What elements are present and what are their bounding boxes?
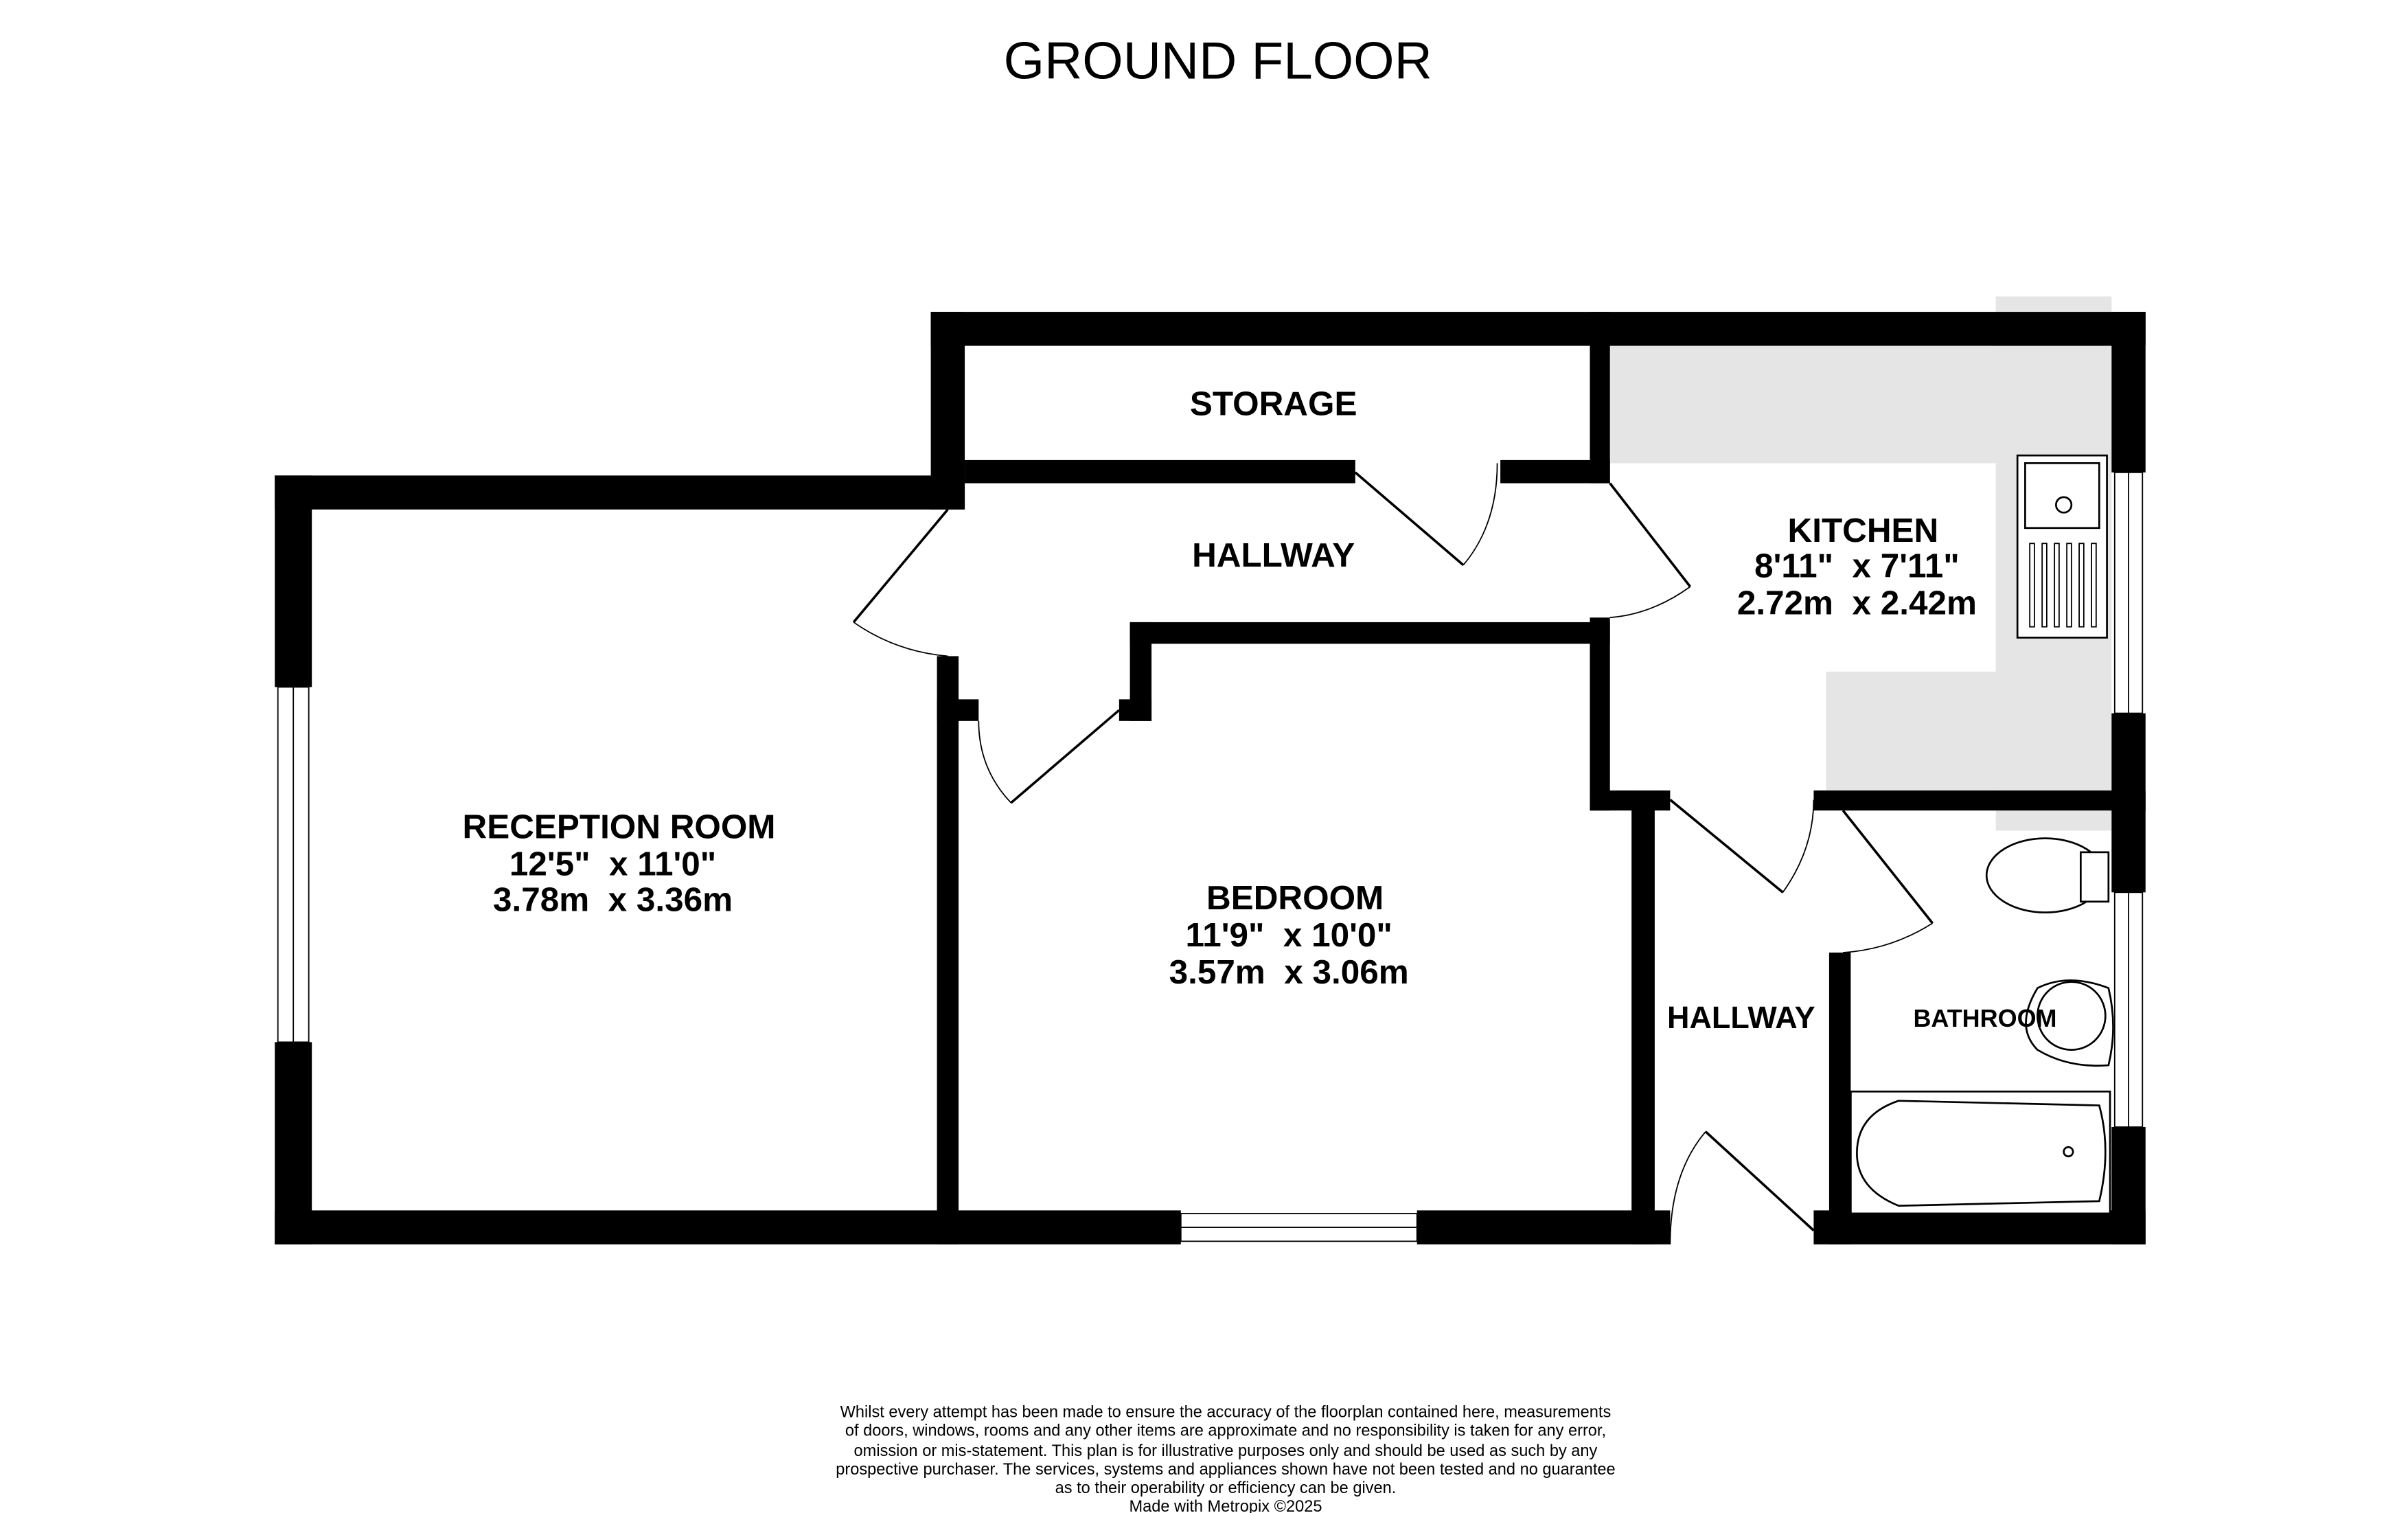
floor-title: GROUND FLOOR	[1004, 32, 1432, 91]
bedroom-metric: 3.57m x 3.06m	[1169, 953, 1409, 991]
reception-metric: 3.78m x 3.36m	[493, 880, 733, 918]
windows	[277, 471, 2144, 1242]
walls	[275, 312, 2146, 1244]
doors	[852, 463, 1934, 1244]
metropix-credit: Made with Metropix ©2025	[1129, 1498, 1322, 1513]
kitchen-imperial: 8'11" x 7'11"	[1754, 547, 1960, 585]
disclaimer: Whilst every attempt has been made to en…	[836, 1404, 1615, 1513]
wash-basin	[2025, 979, 2114, 1067]
kitchen-label: KITCHEN	[1788, 512, 1939, 549]
bedroom-label: BEDROOM	[1206, 879, 1384, 917]
reception-imperial: 12'5" x 11'0"	[509, 845, 716, 883]
hallway-upper-label: HALLWAY	[1192, 536, 1355, 574]
disclaimer-line: of doors, windows, rooms and any other i…	[845, 1422, 1606, 1440]
reception-label: RECEPTION ROOM	[463, 808, 776, 846]
toilet	[1985, 837, 2110, 913]
disclaimer-line: as to their operability or efficiency ca…	[1055, 1479, 1397, 1497]
hallway-lower-label: HALLWAY	[1667, 1000, 1815, 1035]
storage-label: STORAGE	[1190, 385, 1357, 423]
bedroom-imperial: 11'9" x 10'0"	[1185, 916, 1392, 954]
kitchen-metric: 2.72m x 2.42m	[1737, 584, 1977, 622]
disclaimer-line: prospective purchaser. The services, sys…	[836, 1461, 1615, 1479]
disclaimer-line: omission or mis-statement. This plan is …	[854, 1442, 1598, 1460]
kitchen-sink	[2016, 454, 2108, 639]
disclaimer-line: Whilst every attempt has been made to en…	[840, 1404, 1612, 1422]
bathroom-label: BATHROOM	[1913, 1004, 2056, 1032]
bathtub	[1850, 1090, 2111, 1215]
